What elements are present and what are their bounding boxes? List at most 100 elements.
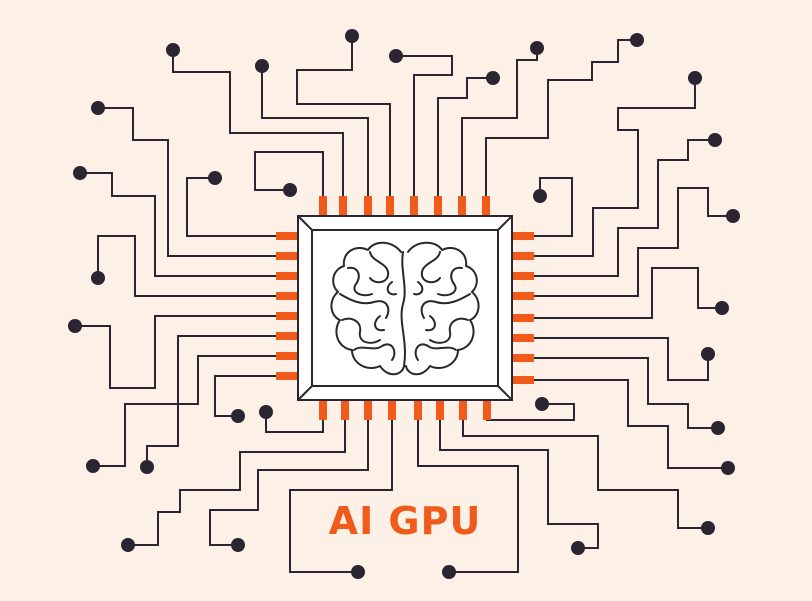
endpoint-dot — [715, 301, 729, 315]
endpoint-dot — [708, 133, 722, 147]
trace — [396, 55, 453, 198]
chip-pin — [482, 196, 490, 216]
trace — [417, 402, 519, 573]
chip-pin — [276, 352, 298, 360]
trace — [461, 48, 538, 198]
chip-pin — [459, 400, 467, 420]
chip-pin — [364, 400, 372, 420]
endpoint-dot — [86, 459, 100, 473]
trace — [209, 402, 369, 546]
endpoint-dot — [73, 166, 87, 180]
chip-pin — [483, 400, 491, 420]
chip-pin — [276, 232, 298, 240]
chip-pin — [410, 196, 418, 216]
endpoint-dot — [140, 460, 154, 474]
endpoint-dot — [121, 538, 135, 552]
endpoint-dot — [571, 541, 585, 555]
trace — [128, 402, 346, 546]
endpoint-dot — [535, 397, 549, 411]
trace — [186, 177, 278, 237]
endpoint-dot — [711, 421, 725, 435]
trace — [485, 39, 637, 198]
trace — [80, 172, 278, 277]
trace — [172, 50, 344, 198]
trace — [534, 177, 573, 237]
trace — [265, 402, 324, 433]
endpoint-dot — [166, 43, 180, 57]
chip-pin — [434, 196, 442, 216]
chip-pin — [276, 292, 298, 300]
trace — [534, 187, 733, 297]
trace — [93, 355, 278, 467]
chip-pin — [276, 332, 298, 340]
endpoint-dot — [91, 271, 105, 285]
trace — [289, 402, 393, 573]
endpoint-dot — [255, 59, 269, 73]
chip-pin — [512, 272, 534, 280]
chip-pin — [512, 292, 534, 300]
chip-pin — [512, 354, 534, 362]
trace — [214, 375, 278, 417]
chip-pin — [512, 314, 534, 322]
endpoint-dot — [726, 209, 740, 223]
endpoint-dot — [208, 171, 222, 185]
endpoint-dot — [351, 565, 365, 579]
endpoint-dot — [533, 189, 547, 203]
circuit-traces — [75, 36, 733, 573]
trace — [439, 402, 599, 549]
trace — [261, 66, 369, 198]
endpoint-dot — [231, 409, 245, 423]
chip-pin — [388, 400, 396, 420]
trace — [98, 107, 278, 257]
chip-pin — [512, 252, 534, 260]
endpoint-dot — [721, 461, 735, 475]
endpoint-dot — [231, 538, 245, 552]
brain-icon — [330, 241, 480, 376]
endpoint-dot — [259, 405, 273, 419]
trace-endpoints — [68, 29, 740, 579]
chip-pin — [276, 252, 298, 260]
endpoint-dot — [630, 33, 644, 47]
chip-pin — [512, 376, 534, 384]
chip-pin — [276, 272, 298, 280]
endpoint-dot — [701, 347, 715, 361]
endpoint-dot — [688, 71, 702, 85]
chip-pin — [319, 400, 327, 420]
chip-pin — [512, 232, 534, 240]
trace — [146, 335, 278, 467]
trace — [534, 337, 709, 381]
chip-pins — [276, 196, 534, 420]
chip-pin — [341, 400, 349, 420]
chip-pin — [512, 334, 534, 342]
trace — [462, 402, 708, 529]
trace — [97, 235, 278, 297]
trace — [75, 315, 278, 389]
chip-pin — [276, 372, 298, 380]
endpoint-dot — [91, 101, 105, 115]
endpoint-dot — [283, 183, 297, 197]
ai-gpu-label: AI GPU — [329, 499, 482, 543]
trace — [534, 357, 718, 429]
chip-pin — [436, 400, 444, 420]
endpoint-dot — [345, 29, 359, 43]
chip-pin — [319, 196, 327, 216]
chip-pin — [339, 196, 347, 216]
chip-pin — [276, 312, 298, 320]
endpoint-dot — [389, 49, 403, 63]
endpoint-dot — [701, 521, 715, 535]
endpoint-dot — [530, 41, 544, 55]
trace — [437, 77, 493, 198]
chip-pin — [458, 196, 466, 216]
gpu-chip — [297, 215, 513, 401]
chip-pin — [364, 196, 372, 216]
endpoint-dot — [68, 319, 82, 333]
endpoint-dot — [442, 565, 456, 579]
trace — [254, 151, 324, 198]
trace — [296, 36, 391, 198]
trace — [534, 379, 728, 469]
chip-pin — [386, 196, 394, 216]
chip-pin — [414, 400, 422, 420]
trace — [534, 78, 696, 257]
endpoint-dot — [486, 71, 500, 85]
